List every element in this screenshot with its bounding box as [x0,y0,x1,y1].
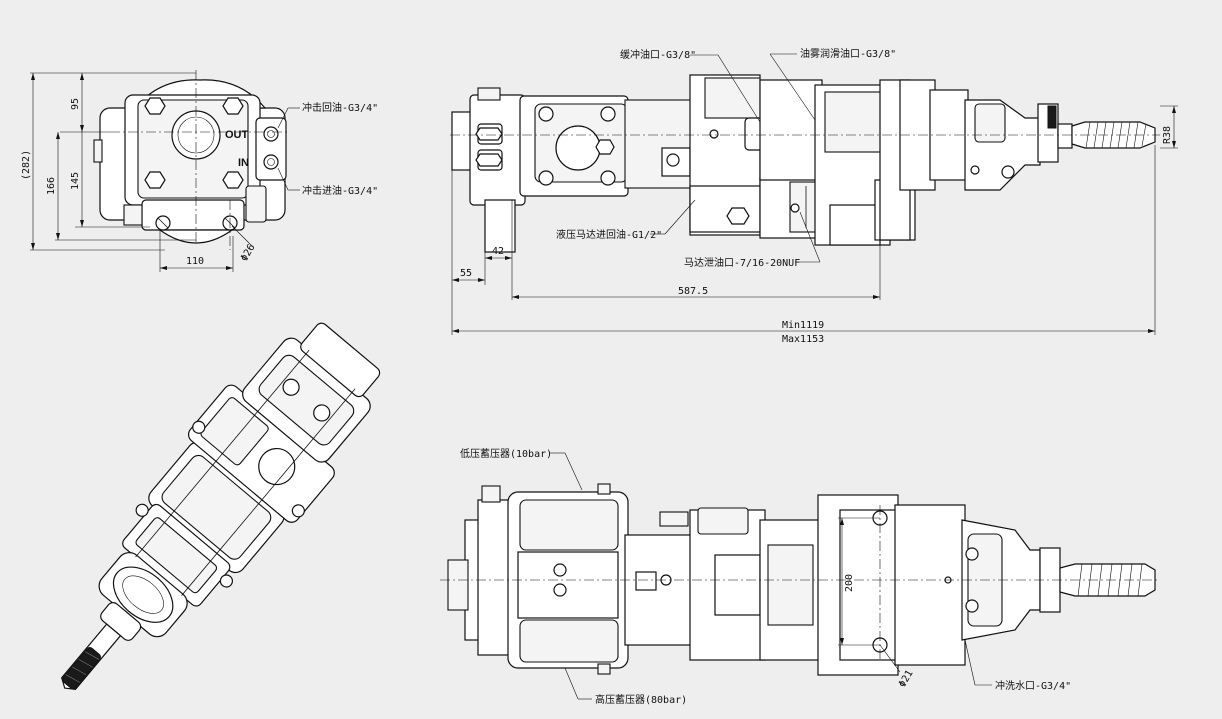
dim-282: (282) [21,150,32,180]
dim-min-length: Min1119 [782,320,824,331]
side-body [450,74,1160,253]
label-high-accumulator: 高压蓄压器(80bar) [595,693,687,706]
dim-166: 166 [46,177,57,195]
label-damper-port: 缓冲油口-G3/8" [620,48,696,61]
label-impact-return: 冲击回油-G3/4" [302,101,378,114]
label-motor-drain: 马达泄油口-7/16-20NUF [684,256,800,269]
dim-95: 95 [70,98,81,110]
dim-phi26: Φ26 [239,242,258,263]
out-mark: OUT [225,129,249,141]
top-view: 低压蓄压器(10bar) 高压蓄压器(80bar) 冲洗水口-G3/4" 200… [440,447,1160,706]
label-impact-inlet: 冲击进油-G3/4" [302,184,378,197]
label-motor-port: 液压马达进回油-G1/2" [556,228,662,241]
dim-42: 42 [492,246,504,257]
label-flush-water: 冲洗水口-G3/4" [995,679,1071,692]
top-body [440,483,1160,676]
dim-145: 145 [70,172,81,190]
side-view: 缓冲油口-G3/8" 油雾润滑油口-G3/8" 液压马达进回油-G1/2" 马达… [450,47,1178,345]
side-dimensions [451,105,1178,335]
dim-587-5: 587.5 [678,286,708,297]
isometric-view [61,322,381,690]
label-low-accumulator: 低压蓄压器(10bar) [460,447,552,460]
front-housing [93,70,290,250]
front-view: OUT IN 冲击回油-G3/4" 冲击进油-G3/4" [21,70,378,272]
dim-max-length: Max1153 [782,334,824,345]
label-mist-lube-port: 油雾润滑油口-G3/8" [800,47,896,60]
dim-110: 110 [186,256,204,267]
dim-200: 200 [844,574,855,592]
front-dimensions [30,72,253,272]
dim-r38: R38 [1162,126,1173,144]
dim-55: 55 [460,268,472,279]
in-mark: IN [238,157,249,169]
